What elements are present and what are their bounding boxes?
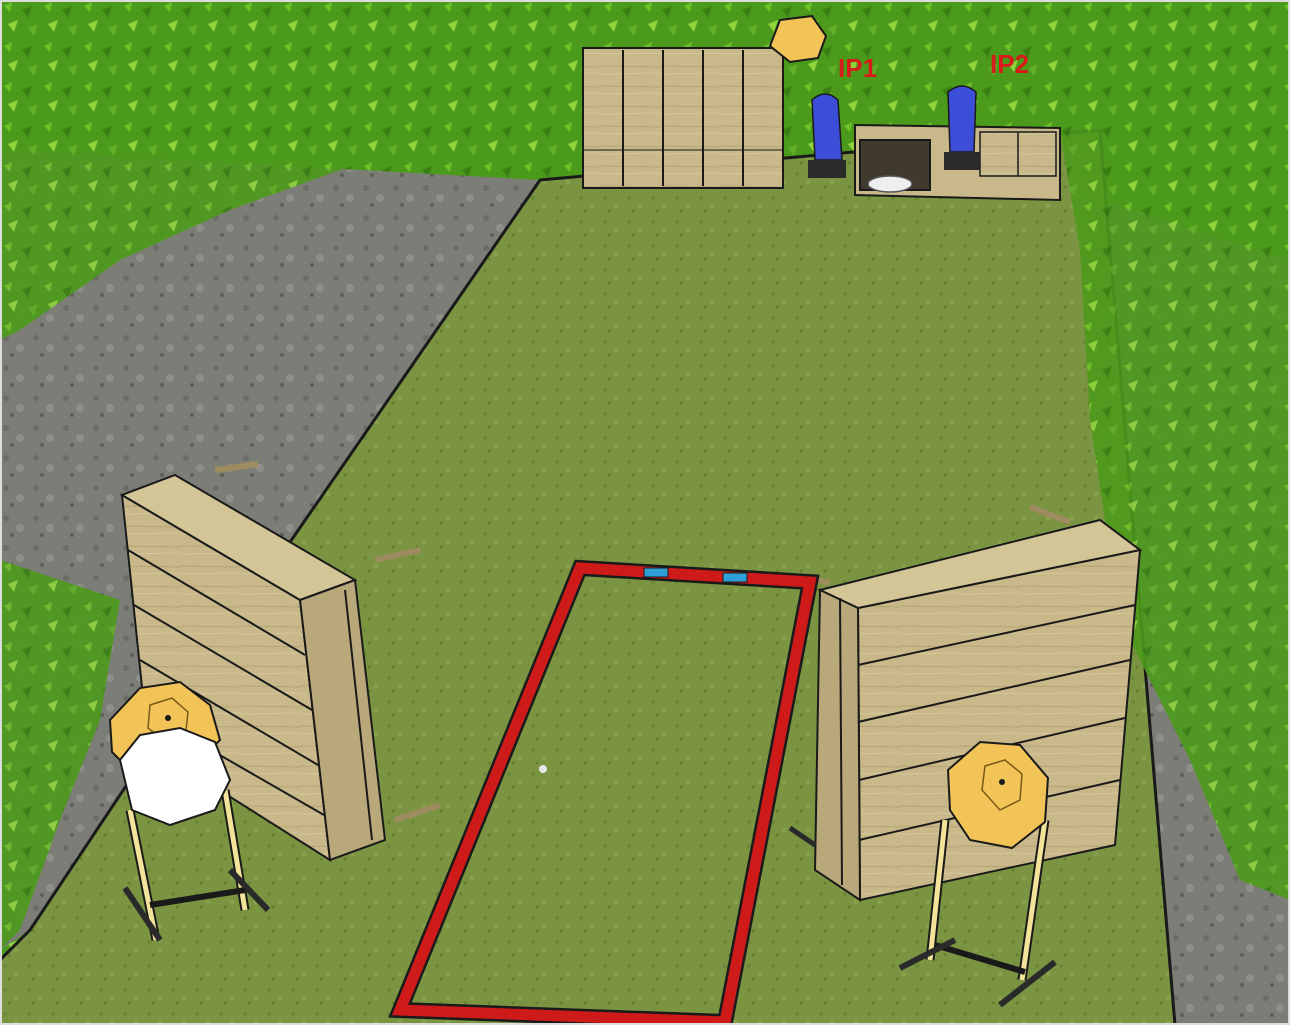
box-marker: [644, 568, 668, 577]
no-shoot-target-left: [120, 728, 230, 825]
box-marker: [723, 573, 747, 582]
label-ip1: IP1: [838, 53, 877, 83]
label-ip2: IP2: [990, 49, 1029, 79]
back-wall-barricade: [583, 48, 783, 188]
popper-ip2: [944, 86, 980, 170]
ground-marker: [539, 765, 547, 773]
